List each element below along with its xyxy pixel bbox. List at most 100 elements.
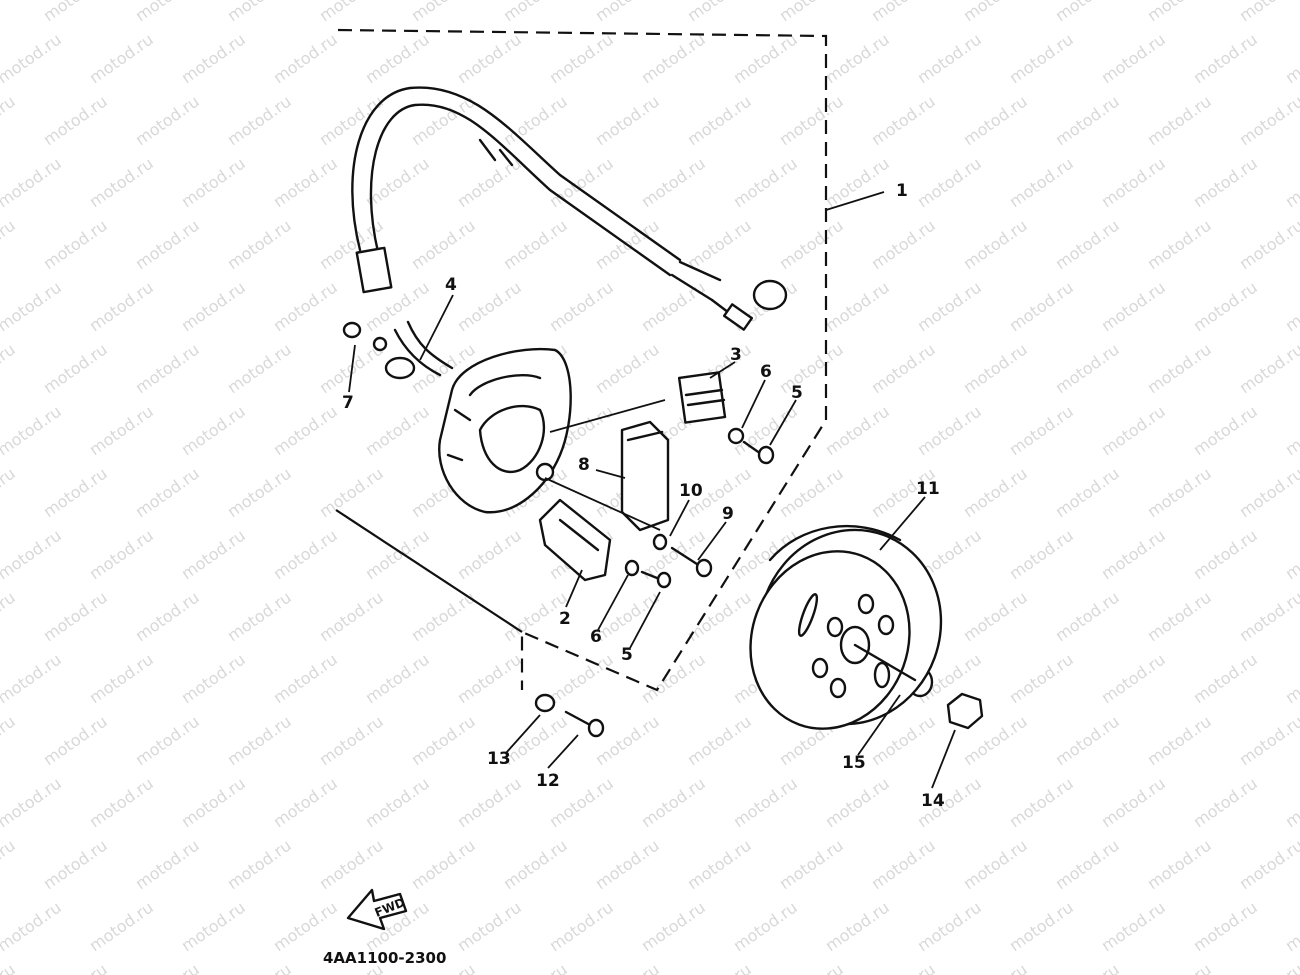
watermark-text: motod.ru: [40, 92, 111, 150]
watermark-text: motod.ru: [914, 898, 985, 956]
watermark-text: motod.ru: [684, 92, 755, 150]
watermark-text: motod.ru: [270, 154, 341, 212]
callout-15: 15: [842, 753, 866, 773]
watermark-text: motod.ru: [1052, 836, 1123, 894]
watermark-text: motod.ru: [684, 0, 755, 25]
watermark-text: motod.ru: [592, 588, 663, 646]
watermark-text: motod.ru: [1190, 898, 1261, 956]
watermark-text: motod.ru: [592, 0, 663, 25]
watermark-text: motod.ru: [822, 154, 893, 212]
watermark-text: motod.ru: [408, 216, 479, 274]
watermark-text: motod.ru: [132, 216, 203, 274]
watermark-text: motod.ru: [40, 464, 111, 522]
watermark-text: motod.ru: [960, 836, 1031, 894]
watermark-text: motod.ru: [822, 402, 893, 460]
watermark-text: motod.ru: [362, 402, 433, 460]
watermark-text: motod.ru: [270, 402, 341, 460]
watermark-text: motod.ru: [1236, 464, 1300, 522]
watermark-text: motod.ru: [1236, 712, 1300, 770]
watermark-text: motod.ru: [1144, 0, 1215, 25]
watermark-text: motod.ru: [1006, 898, 1077, 956]
watermark-text: motod.ru: [1098, 278, 1169, 336]
part-3-unit: [677, 371, 727, 424]
watermark-text: motod.ru: [546, 278, 617, 336]
callout-6-lower: 6: [590, 627, 602, 647]
watermark-text: motod.ru: [914, 154, 985, 212]
watermark-text: motod.ru: [224, 464, 295, 522]
watermark-text: motod.ru: [684, 712, 755, 770]
watermark-text: motod.ru: [0, 464, 19, 522]
watermark-text: motod.ru: [224, 836, 295, 894]
watermark-text: motod.ru: [0, 30, 65, 88]
watermark-text: motod.ru: [776, 960, 847, 975]
callout-8: 8: [578, 455, 590, 475]
watermark-text: motod.ru: [822, 30, 893, 88]
watermark-text: motod.ru: [270, 526, 341, 584]
watermark-text: motod.ru: [1144, 960, 1215, 975]
watermark-text: motod.ru: [1144, 92, 1215, 150]
callout-9: 9: [722, 504, 734, 524]
watermark-text: motod.ru: [316, 0, 387, 25]
watermark-text: motod.ru: [316, 588, 387, 646]
watermark-text: motod.ru: [1052, 92, 1123, 150]
watermark-text: motod.ru: [730, 30, 801, 88]
watermark-text: motod.ru: [316, 464, 387, 522]
watermark-text: motod.ru: [0, 960, 19, 975]
watermark-text: motod.ru: [1052, 340, 1123, 398]
callout-13: 13: [487, 749, 511, 769]
watermark-text: motod.ru: [1236, 340, 1300, 398]
watermark-text: motod.ru: [1190, 278, 1261, 336]
watermark-text: motod.ru: [868, 92, 939, 150]
watermark-text: motod.ru: [1006, 774, 1077, 832]
watermark-text: motod.ru: [1190, 154, 1261, 212]
watermark-text: motod.ru: [0, 340, 19, 398]
watermark-text: motod.ru: [822, 278, 893, 336]
stator-base-plate: [438, 347, 572, 514]
callout-10: 10: [679, 481, 703, 501]
watermark-text: motod.ru: [638, 154, 709, 212]
watermark-text: motod.ru: [454, 30, 525, 88]
watermark-text: motod.ru: [316, 92, 387, 150]
watermark-text: motod.ru: [914, 402, 985, 460]
watermark-text: motod.ru: [1052, 588, 1123, 646]
watermark-text: motod.ru: [178, 526, 249, 584]
watermark-text: motod.ru: [454, 898, 525, 956]
watermark-text: motod.ru: [684, 588, 755, 646]
watermark-text: motod.ru: [0, 898, 65, 956]
watermark-text: motod.ru: [270, 650, 341, 708]
watermark-text: motod.ru: [40, 712, 111, 770]
watermark-text: motod.ru: [1052, 712, 1123, 770]
watermark-text: motod.ru: [1144, 340, 1215, 398]
watermark-text: motod.ru: [224, 588, 295, 646]
watermark-text: motod.ru: [500, 960, 571, 975]
watermark-text: motod.ru: [1282, 278, 1300, 336]
watermark-text: motod.ru: [1236, 836, 1300, 894]
watermark-text: motod.ru: [868, 836, 939, 894]
watermark-text: motod.ru: [1098, 898, 1169, 956]
watermark-text: motod.ru: [132, 92, 203, 150]
watermark-text: motod.ru: [1098, 402, 1169, 460]
watermark-text: motod.ru: [1190, 650, 1261, 708]
watermark-text: motod.ru: [224, 960, 295, 975]
watermark-text: motod.ru: [270, 30, 341, 88]
watermark-text: motod.ru: [776, 0, 847, 25]
watermark-text: motod.ru: [0, 588, 19, 646]
watermark-text: motod.ru: [868, 216, 939, 274]
watermark-text: motod.ru: [178, 30, 249, 88]
watermark-text: motod.ru: [86, 278, 157, 336]
watermark-text: motod.ru: [316, 712, 387, 770]
callout-2: 2: [559, 609, 571, 629]
watermark-text: motod.ru: [224, 92, 295, 150]
watermark-text: motod.ru: [40, 836, 111, 894]
watermark-text: motod.ru: [868, 340, 939, 398]
watermark-text: motod.ru: [224, 712, 295, 770]
watermark-text: motod.ru: [132, 960, 203, 975]
watermark-text: motod.ru: [40, 340, 111, 398]
watermark-text: motod.ru: [1144, 588, 1215, 646]
watermark-text: motod.ru: [362, 774, 433, 832]
watermark-text: motod.ru: [1144, 464, 1215, 522]
watermark-text: motod.ru: [1052, 216, 1123, 274]
watermark-text: motod.ru: [776, 216, 847, 274]
